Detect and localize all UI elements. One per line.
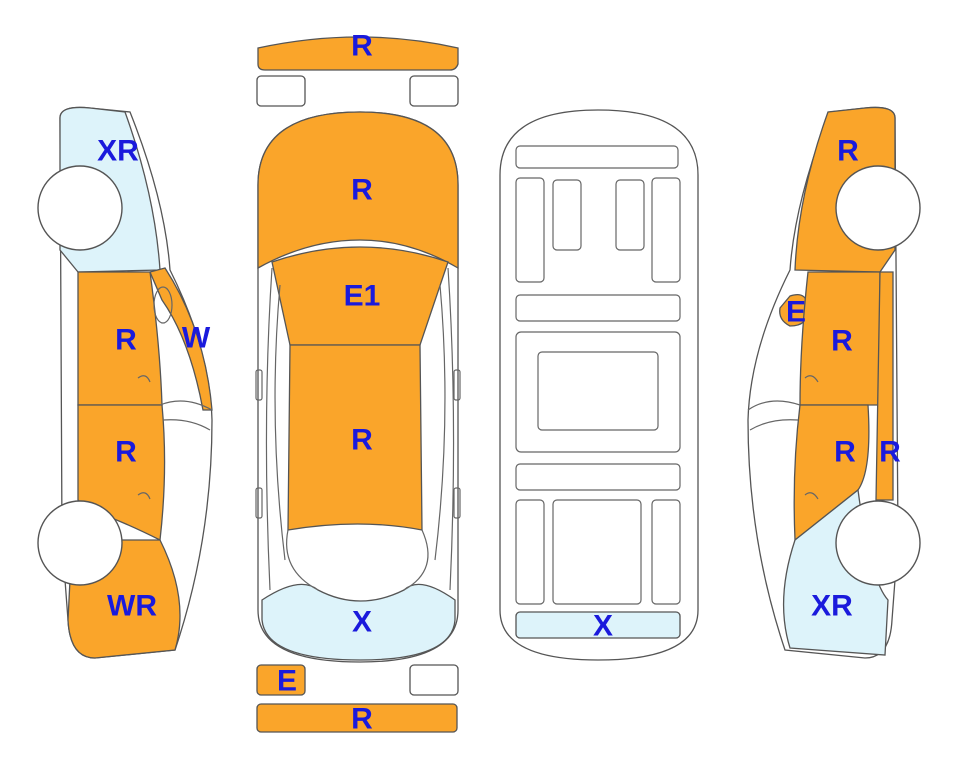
right-rear-quarter-label: XR xyxy=(811,590,853,623)
left-front-fender-label: XR xyxy=(97,135,139,168)
front-lamp-right-panel[interactable] xyxy=(409,75,459,107)
roof-trunk-label: R xyxy=(351,424,373,457)
floor-rear-label: X xyxy=(593,610,613,643)
rear-bumper-label: R xyxy=(351,703,373,736)
front-bumper-panel[interactable] xyxy=(257,36,459,71)
front-bumper-label: R xyxy=(351,30,373,63)
right-front-wheel xyxy=(835,165,921,251)
right-rear-wheel xyxy=(835,500,921,586)
right-mirror-label: E xyxy=(786,296,806,329)
rear-window-label: X xyxy=(352,606,372,639)
right-front-door-label: R xyxy=(831,325,853,358)
rear-lamp-left-panel[interactable] xyxy=(256,664,306,696)
left-rear-wheel xyxy=(37,500,123,586)
hood-panel[interactable] xyxy=(257,111,459,270)
floor-rear-panel[interactable] xyxy=(515,611,681,639)
rear-lamp-left-label: E xyxy=(277,665,297,698)
underbody-outline xyxy=(499,109,699,661)
right-mirror-panel[interactable] xyxy=(779,293,809,327)
windshield-roof-panel[interactable] xyxy=(271,246,449,346)
right-sill-panel[interactable] xyxy=(875,271,894,501)
windshield-roof-label: E1 xyxy=(344,280,381,313)
rear-lamp-right-panel[interactable] xyxy=(409,664,459,696)
left-rear-quarter-label: WR xyxy=(107,590,157,623)
right-rear-door-label: R xyxy=(834,436,856,469)
right-sill-label: R xyxy=(879,436,901,469)
rear-bumper-panel[interactable] xyxy=(256,703,458,733)
front-lamp-left-panel[interactable] xyxy=(256,75,306,107)
left-front-door-label: R xyxy=(115,324,137,357)
left-front-wheel xyxy=(37,165,123,251)
left-pillar-label: W xyxy=(182,322,211,355)
right-front-fender-label: R xyxy=(837,135,859,168)
hood-label: R xyxy=(351,174,373,207)
left-rear-door-label: R xyxy=(115,436,137,469)
roof-trunk-panel[interactable] xyxy=(287,344,423,531)
